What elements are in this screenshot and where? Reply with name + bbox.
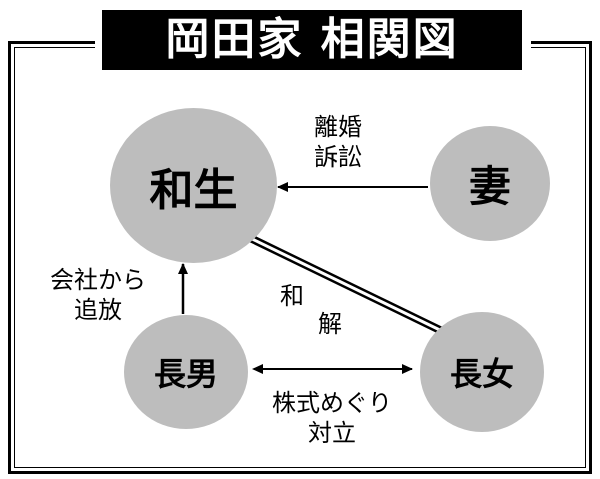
node-wife-label: 妻: [468, 162, 511, 211]
node-kazuo-label: 和生: [149, 164, 238, 216]
divorce-label: 離婚 訴訟: [302, 112, 374, 172]
divorce-label-line2: 訴訟: [314, 143, 362, 171]
reconcile-line-inner: [245, 234, 447, 335]
node-kazuo: 和生: [110, 108, 277, 263]
diagram-title: 岡田家 相関図: [102, 10, 522, 70]
node-eldest-daughter-label: 長女: [449, 355, 514, 393]
reconcile-label-1: 和: [280, 282, 304, 310]
expelled-label-line1: 会社から: [50, 266, 146, 294]
divorce-label-line1: 離婚: [314, 113, 362, 141]
expelled-label: 会社から 追放: [28, 265, 168, 325]
node-eldest-son-label: 長男: [153, 355, 218, 393]
node-wife: 妻: [430, 126, 550, 241]
reconcile-label-2: 解: [318, 310, 342, 338]
node-eldest-son: 長男: [124, 315, 248, 429]
conflict-label: 株式めぐり 対立: [252, 388, 412, 448]
conflict-label-line2: 対立: [308, 419, 356, 447]
node-eldest-daughter: 長女: [420, 312, 544, 432]
conflict-label-line1: 株式めぐり: [272, 389, 392, 417]
expelled-label-line2: 追放: [74, 296, 122, 324]
